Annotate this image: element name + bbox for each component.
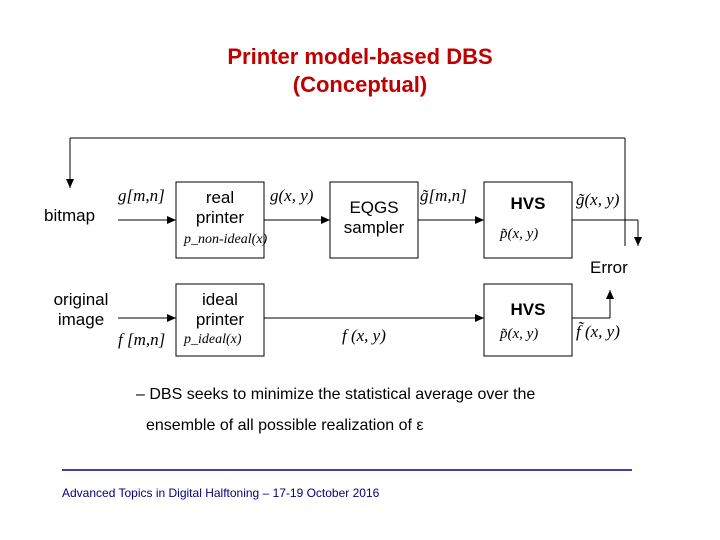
bitmap-label: bitmap (44, 206, 96, 225)
hvs-bottom-box (483, 283, 573, 357)
hvs-top-label: HVS (510, 194, 546, 213)
signal-ftilde-xy: f̃ (x, y) (576, 322, 620, 341)
bullet-line-1: – DBS seeks to minimize the statistical … (136, 386, 536, 403)
bullet-line-2: ensemble of all possible realization of … (146, 417, 424, 434)
real-printer-math: p_non-ideal(x) (184, 232, 268, 247)
eqgs-line-2: sampler (343, 218, 405, 237)
ideal-printer-line-1: ideal (202, 290, 238, 309)
original-image-label: original image (36, 290, 126, 330)
signal-gtilde-mn: g̃[m,n] (420, 186, 467, 205)
title-line-1: Printer model-based DBS (227, 44, 493, 69)
original-image-label-line-2: image (57, 310, 105, 329)
real-printer-line-1: real (205, 188, 235, 207)
error-label: Error (590, 258, 628, 277)
signal-g-xy: g(x, y) (270, 186, 314, 205)
hvs-bottom-label: HVS (510, 300, 546, 319)
signal-gtilde-xy: g̃(x, y) (576, 190, 620, 209)
title-line-2: (Conceptual) (292, 72, 428, 97)
eqgs-sampler-label: EQGS sampler (330, 198, 418, 238)
ideal-printer-label: ideal printer (176, 290, 264, 330)
ideal-printer-math: p_ideal(x) (184, 332, 242, 347)
ideal-printer-line-2: printer (195, 310, 245, 329)
real-printer-line-2: printer (195, 208, 245, 227)
real-printer-label: real printer (176, 188, 264, 228)
ideal-printer-box (175, 283, 265, 357)
hvs-bottom-math: p̃(x, y) (500, 326, 539, 342)
hvs-top-math: p̃(x, y) (500, 226, 539, 242)
original-image-label-line-1: original (53, 290, 109, 309)
signal-f-mn: f [m,n] (118, 330, 166, 349)
signal-f-xy: f (x, y) (342, 326, 386, 345)
signal-g-mn: g[m,n] (118, 186, 165, 205)
eqgs-line-1: EQGS (349, 198, 399, 217)
footer-text: Advanced Topics in Digital Halftoning – … (62, 486, 380, 500)
